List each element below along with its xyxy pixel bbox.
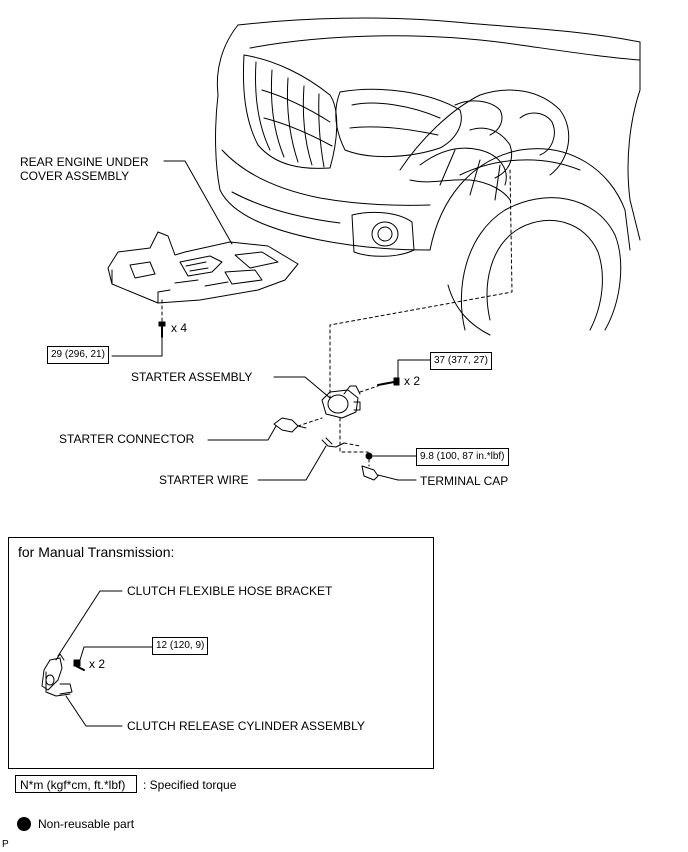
clutch-release-cylinder-label: CLUTCH RELEASE CYLINDER ASSEMBLY xyxy=(127,719,365,733)
non-reusable-dot-icon xyxy=(17,817,31,831)
footer-code: P xyxy=(2,839,9,850)
torque-box-cover-bolt: 29 (296, 21) xyxy=(47,346,109,364)
torque-box-clutch-bolt: 12 (120, 9) xyxy=(152,637,209,655)
terminal-cap-label: TERMINAL CAP xyxy=(420,474,509,488)
clutch-bolt-icon xyxy=(73,659,85,671)
legend-torque-description: : Specified torque xyxy=(143,778,237,792)
legend-non-reusable-text: Non-reusable part xyxy=(38,817,135,831)
vehicle-illustration xyxy=(215,17,641,336)
starter-connector-label: STARTER CONNECTOR xyxy=(59,432,195,446)
manual-transmission-frame xyxy=(8,537,434,769)
leader-lines xyxy=(111,160,431,481)
assembly-dashed-lines xyxy=(161,169,513,467)
torque-box-starter-bolt: 37 (377, 27) xyxy=(430,352,492,370)
quantity-clutch-bolt: x 2 xyxy=(89,657,106,671)
cover-bolt-icon xyxy=(158,321,166,338)
rear-engine-under-cover xyxy=(107,231,299,304)
rear-cover-label-line2: COVER ASSEMBLY xyxy=(20,169,130,183)
starter-bolt-icon xyxy=(377,377,400,386)
clutch-release-cylinder-icon xyxy=(41,653,73,697)
torque-box-terminal-nut: 9.8 (100, 87 in.*lbf) xyxy=(416,448,509,466)
starter-motor-icon xyxy=(321,385,361,419)
starter-wire-label: STARTER WIRE xyxy=(159,473,249,487)
quantity-cover-bolt: x 4 xyxy=(171,321,188,335)
starter-wire-icon xyxy=(321,437,345,448)
terminal-cap-icon xyxy=(361,465,379,481)
clutch-hose-bracket-label: CLUTCH FLEXIBLE HOSE BRACKET xyxy=(127,584,333,598)
clutch-leader-lines xyxy=(57,590,153,727)
legend-torque-unit-box: N*m (kgf*cm, ft.*lbf) xyxy=(15,775,137,793)
quantity-starter-bolt: x 2 xyxy=(404,374,421,388)
terminal-nut-icon xyxy=(365,452,373,460)
rear-cover-label-line1: REAR ENGINE UNDER xyxy=(20,155,149,169)
manual-transmission-title: for Manual Transmission: xyxy=(18,544,175,560)
starter-assembly-label: STARTER ASSEMBLY xyxy=(131,370,253,384)
